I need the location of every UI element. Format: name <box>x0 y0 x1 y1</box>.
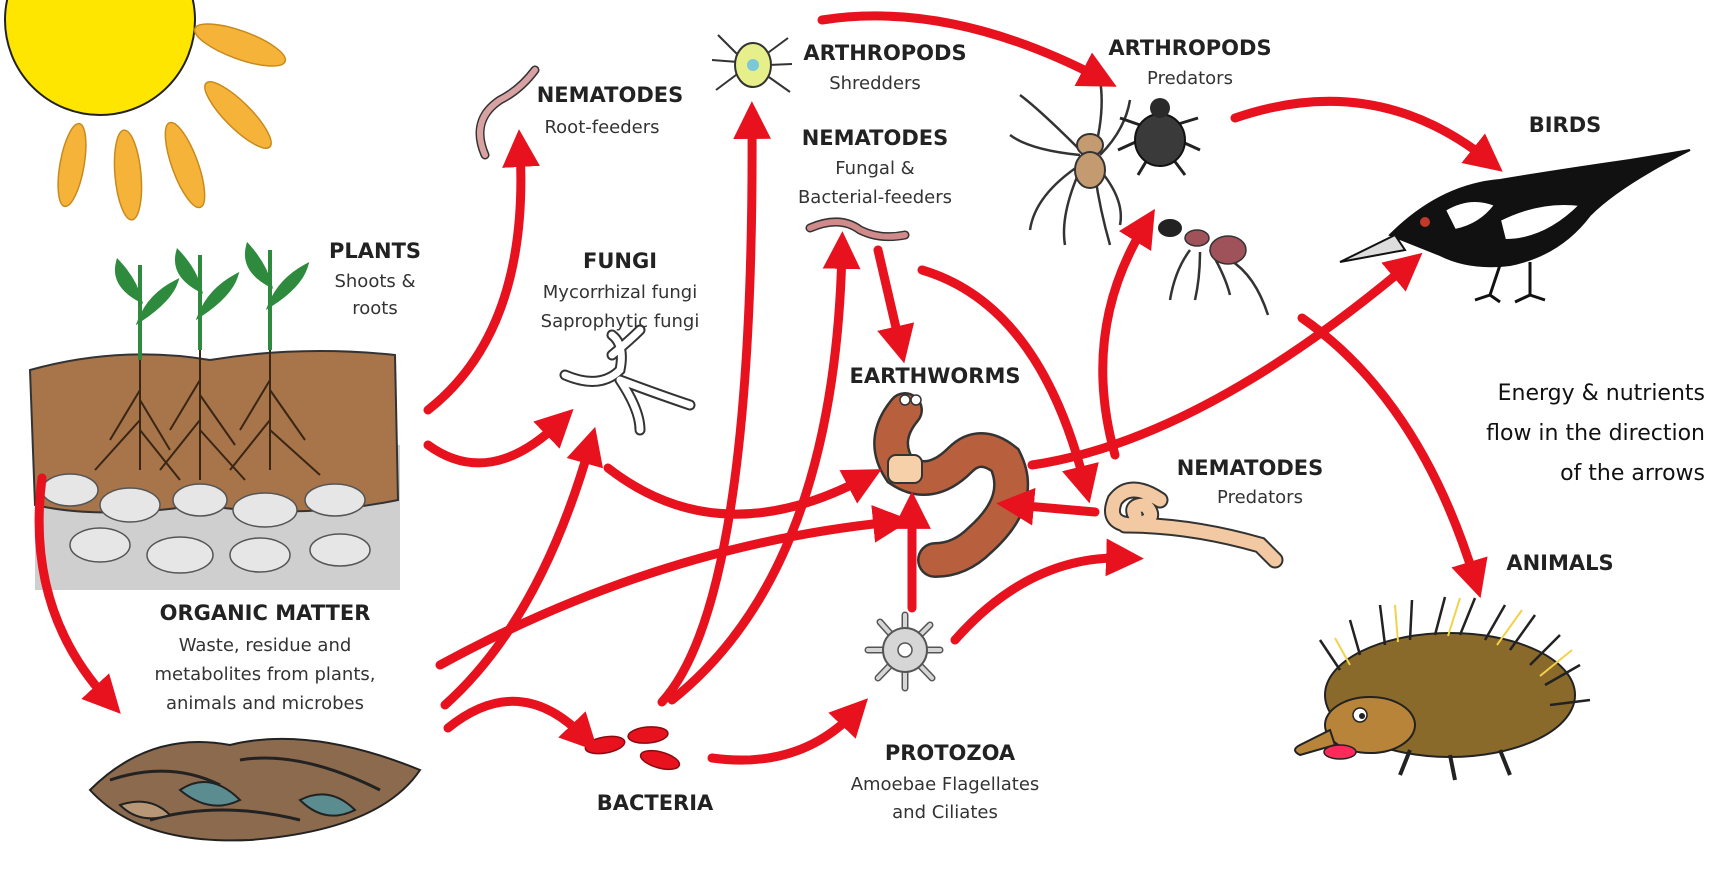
label-animals: ANIMALS <box>1506 551 1613 575</box>
bacteria-title: BACTERIA <box>597 791 714 815</box>
arrow-fb-nematodes-to-earthworms <box>878 250 900 345</box>
nematodes-root-sub-1: Root-feeders <box>544 117 659 138</box>
label-arthropods-predators: ARTHROPODS Predators <box>1108 36 1271 89</box>
legend-note: Energy & nutrients flow in the direction… <box>1486 381 1705 486</box>
label-arthropods-shredders: ARTHROPODS Shredders <box>803 41 966 94</box>
legend-line-2: flow in the direction <box>1486 421 1705 446</box>
nematodes-root-title: NEMATODES <box>537 83 684 107</box>
plants-sub-2: roots <box>352 298 397 319</box>
arrow-predator-nematodes-to-earthworms <box>1015 505 1095 512</box>
echidna-icon <box>1295 597 1590 780</box>
label-plants: PLANTS Shoots & roots <box>329 239 421 319</box>
plant-soil-icon <box>30 246 400 590</box>
organic-matter-icon <box>90 739 420 841</box>
nematodes-predators-sub-1: Predators <box>1217 487 1303 508</box>
protozoa-icon <box>868 615 940 688</box>
arrow-predator-nematodes-to-arthropod-predators <box>1103 225 1145 455</box>
organic-matter-sub-2: metabolites from plants, <box>154 664 375 685</box>
label-protozoa: PROTOZOA Amoebae Flagellates and Ciliate… <box>851 741 1040 823</box>
arthropods-shredders-title: ARTHROPODS <box>803 41 966 65</box>
birds-title: BIRDS <box>1529 113 1602 137</box>
arrow-arthropod-predators-to-animals <box>1302 318 1475 580</box>
root-nematode-icon <box>480 70 535 155</box>
arrow-plants-to-fungi <box>428 422 560 463</box>
legend-line-3: of the arrows <box>1560 461 1705 486</box>
bacteria-icon <box>584 725 681 773</box>
arrow-organic-to-bacteria <box>448 701 585 738</box>
organic-matter-sub-3: animals and microbes <box>166 693 364 714</box>
plants-title: PLANTS <box>329 239 421 263</box>
fungi-sub-1: Mycorrhizal fungi <box>543 282 697 303</box>
nematodes-fb-title: NEMATODES <box>802 126 949 150</box>
nematodes-fb-sub-1: Fungal & <box>835 158 914 179</box>
earthworms-title: EARTHWORMS <box>850 364 1021 388</box>
animals-title: ANIMALS <box>1506 551 1613 575</box>
spider-icon <box>1010 80 1130 245</box>
arrow-bacteria-to-shredders <box>662 120 752 702</box>
protozoa-sub-2: and Ciliates <box>892 802 998 823</box>
fungi-icon <box>565 330 690 430</box>
nematodes-predators-title: NEMATODES <box>1177 456 1324 480</box>
arthropods-predators-sub-1: Predators <box>1147 68 1233 89</box>
organic-matter-title: ORGANIC MATTER <box>160 601 371 625</box>
organic-matter-sub-1: Waste, residue and <box>179 635 352 656</box>
arrow-arthropod-predators-to-birds <box>1235 101 1488 160</box>
arrow-organic-to-earthworms <box>440 522 892 665</box>
nematodes-fb-sub-2: Bacterial-feeders <box>798 187 952 208</box>
arthropods-shredders-sub-1: Shredders <box>829 73 921 94</box>
protozoa-title: PROTOZOA <box>885 741 1016 765</box>
fungi-sub-2: Saprophytic fungi <box>541 311 700 332</box>
legend-line-1: Energy & nutrients <box>1498 381 1705 406</box>
sun-icon <box>5 0 290 221</box>
label-nematodes-fungal-bacterial: NEMATODES Fungal & Bacterial-feeders <box>798 126 952 208</box>
ant-icon <box>1158 219 1268 315</box>
mite-icon <box>712 35 792 92</box>
arrow-organic-to-fungi <box>445 445 590 705</box>
arrow-plants-to-root-nematodes <box>428 148 521 410</box>
label-bacteria: BACTERIA <box>597 791 714 815</box>
label-organic-matter: ORGANIC MATTER Waste, residue and metabo… <box>154 601 375 714</box>
label-birds: BIRDS <box>1529 113 1602 137</box>
arrow-bacteria-to-protozoa <box>712 712 855 760</box>
earthworm-icon <box>888 395 1011 560</box>
label-nematodes-predators: NEMATODES Predators <box>1177 456 1324 508</box>
plants-sub-1: Shoots & <box>334 271 415 292</box>
fungi-title: FUNGI <box>583 249 657 273</box>
protozoa-sub-1: Amoebae Flagellates <box>851 774 1040 795</box>
label-nematodes-root-feeders: NEMATODES Root-feeders <box>537 83 684 138</box>
arthropods-predators-title: ARTHROPODS <box>1108 36 1271 60</box>
label-fungi: FUNGI Mycorrhizal fungi Saprophytic fung… <box>541 249 700 332</box>
fb-nematode-icon <box>810 222 905 237</box>
beetle-icon <box>1118 98 1200 175</box>
arrow-protozoa-to-predator-nematodes <box>955 558 1125 640</box>
label-earthworms: EARTHWORMS <box>850 364 1021 388</box>
